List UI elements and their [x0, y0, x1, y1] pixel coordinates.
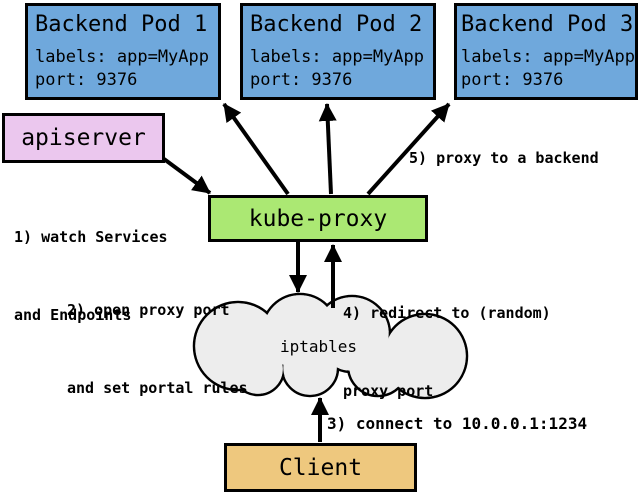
- backend-pod-2-port: port: 9376: [250, 70, 353, 90]
- annotation-step4: 4) redirect to (random) proxy port: [343, 248, 551, 456]
- node-client: Client: [224, 443, 417, 492]
- backend-pod-3-title: Backend Pod 3: [461, 12, 634, 37]
- arrow-kubeproxy-to-pod1: [222, 102, 290, 196]
- annotation-step2: 2) open proxy port and set portal rules: [67, 245, 248, 453]
- annotation-step4-line1: 4) redirect to (random): [343, 304, 551, 322]
- iptables-label: iptables: [280, 337, 358, 356]
- node-kube-proxy: kube-proxy: [208, 195, 428, 242]
- annotation-step2-line1: 2) open proxy port: [67, 301, 230, 319]
- arrow-step1-apiserver-to-kubeproxy: [162, 157, 212, 195]
- client-label: Client: [278, 454, 363, 481]
- annotation-step1-line2: and Endpoints: [14, 306, 132, 324]
- backend-pod-1-port: port: 9376: [35, 70, 138, 90]
- node-backend-pod-2: Backend Pod 2 labels: app=MyApp port: 93…: [240, 3, 436, 100]
- backend-pod-3-labels: labels: app=MyApp: [461, 47, 635, 67]
- apiserver-label: apiserver: [21, 125, 146, 151]
- backend-pod-3-port: port: 9376: [461, 70, 564, 90]
- kube-proxy-label: kube-proxy: [248, 205, 388, 232]
- backend-pod-2-labels: labels: app=MyApp: [250, 47, 424, 67]
- annotation-step3: 3) connect to 10.0.0.1:1234: [327, 414, 588, 433]
- annotation-step1-line1: 1) watch Services: [14, 228, 168, 246]
- backend-pod-2-title: Backend Pod 2: [250, 12, 423, 37]
- node-backend-pod-1: Backend Pod 1 labels: app=MyApp port: 93…: [25, 3, 221, 100]
- backend-pod-1-title: Backend Pod 1: [35, 12, 208, 37]
- annotation-step4-line2: proxy port: [343, 382, 434, 400]
- annotation-step2-line2: and set portal rules: [67, 379, 248, 397]
- node-backend-pod-3: Backend Pod 3 labels: app=MyApp port: 93…: [454, 3, 638, 100]
- backend-pod-1-labels: labels: app=MyApp: [35, 47, 209, 67]
- annotation-step1: 1) watch Services and Endpoints: [14, 172, 168, 380]
- annotation-step5: 5) proxy to a backend: [409, 149, 599, 167]
- arrow-kubeproxy-to-pod2: [318, 103, 337, 195]
- node-apiserver: apiserver: [2, 113, 165, 163]
